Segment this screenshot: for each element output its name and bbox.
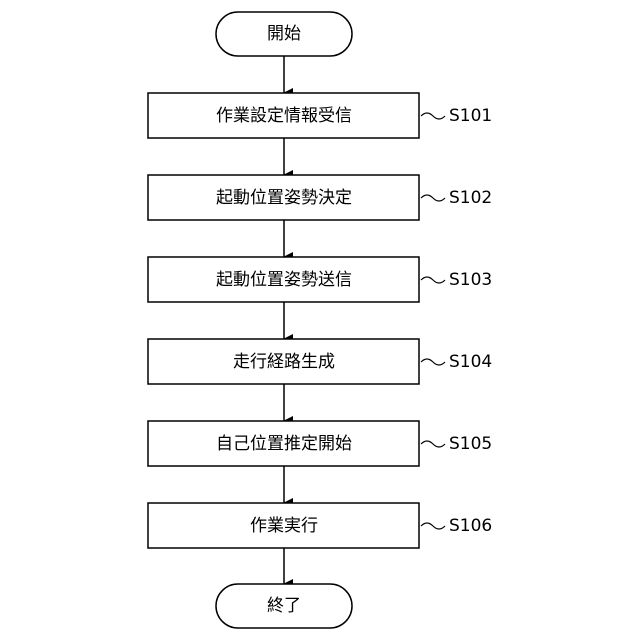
step-label-s105: S105 bbox=[449, 434, 492, 454]
step-label-s102: S102 bbox=[449, 188, 492, 208]
start-terminal: 開始 bbox=[216, 12, 352, 56]
process-step-text: 走行経路生成 bbox=[233, 352, 335, 372]
step-label-s103: S103 bbox=[449, 270, 492, 290]
process-step-s102: 起動位置姿勢決定 bbox=[148, 175, 419, 220]
label-leader-s103 bbox=[421, 277, 445, 283]
label-leader-s106 bbox=[421, 523, 445, 529]
process-step-text: 自己位置推定開始 bbox=[216, 434, 352, 454]
process-step-s103: 起動位置姿勢送信 bbox=[148, 257, 419, 302]
start-terminal-text: 開始 bbox=[267, 24, 301, 44]
process-step-text: 起動位置姿勢送信 bbox=[216, 270, 352, 290]
process-step-s106: 作業実行 bbox=[148, 503, 419, 548]
process-step-text: 作業設定情報受信 bbox=[216, 106, 352, 126]
process-step-s101: 作業設定情報受信 bbox=[148, 93, 419, 138]
end-terminal: 終了 bbox=[216, 584, 352, 628]
label-leader-s105 bbox=[421, 441, 445, 447]
process-step-s105: 自己位置推定開始 bbox=[148, 421, 419, 466]
label-leader-s102 bbox=[421, 195, 445, 201]
step-label-s101: S101 bbox=[449, 106, 492, 126]
label-leader-s104 bbox=[421, 359, 445, 365]
process-step-text: 作業実行 bbox=[250, 516, 318, 536]
end-terminal-text: 終了 bbox=[267, 596, 301, 616]
step-label-s106: S106 bbox=[449, 516, 492, 536]
process-step-text: 起動位置姿勢決定 bbox=[216, 188, 352, 208]
label-leader-s101 bbox=[421, 113, 445, 119]
step-label-s104: S104 bbox=[449, 352, 492, 372]
process-step-s104: 走行経路生成 bbox=[148, 339, 419, 384]
